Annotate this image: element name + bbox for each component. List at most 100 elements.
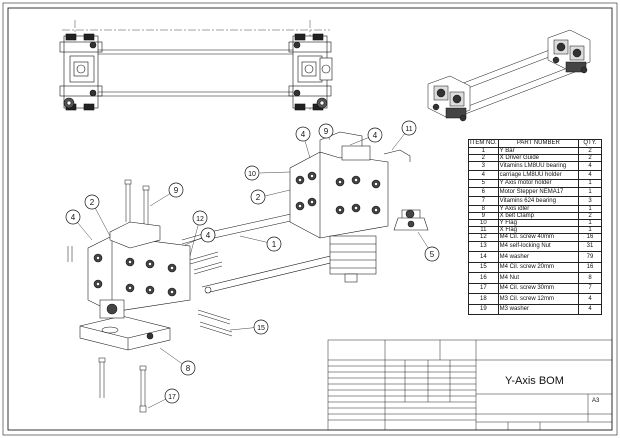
bom-item-no: 8 <box>468 204 499 213</box>
balloon-9: 9 <box>318 123 334 139</box>
bom-part-number: X Flag <box>497 226 580 235</box>
bom-item-no: 2 <box>468 154 499 163</box>
bom-item-no: 4 <box>468 170 499 181</box>
bom-qty: 4 <box>578 293 602 305</box>
bom-item-no: 15 <box>468 261 499 274</box>
bom-qty: 4 <box>578 170 602 181</box>
bom-qty: 2 <box>578 211 602 221</box>
svg-text:11: 11 <box>405 126 412 133</box>
svg-text:9: 9 <box>324 127 329 136</box>
balloon-4: 4 <box>367 127 383 143</box>
bom-item-no: 16 <box>468 272 499 284</box>
bom-part-number: Vitamins LM8UU bearing <box>497 161 580 172</box>
balloon-4d: 4 <box>200 227 216 243</box>
bom-part-number: Y Axis motor holder <box>497 179 580 188</box>
svg-text:4: 4 <box>373 131 378 140</box>
svg-text:4: 4 <box>71 213 76 222</box>
bom-part-number: M4 Cil. screw 40mm <box>497 233 580 242</box>
bom-part-number: Y Axis idler <box>497 204 580 213</box>
balloon-17: 17 <box>164 388 180 404</box>
item-balloons: 1 2 2 4 4 4 4 5 8 9 9 10 11 12 15 17 <box>65 120 440 404</box>
svg-text:5: 5 <box>430 250 435 259</box>
balloon-9b: 9 <box>168 182 184 198</box>
balloon-10: 10 <box>244 165 260 181</box>
bom-part-number: carriage LM8UU holder <box>497 170 580 181</box>
bom-item-no: 19 <box>468 303 499 316</box>
bom-part-number: M3 washer <box>497 303 580 316</box>
bom-part-number: X belt Clamp <box>497 211 580 221</box>
bom-item-no: 17 <box>468 282 499 295</box>
bom-qty: 4 <box>578 161 602 172</box>
bom-item-no: 5 <box>468 179 499 188</box>
balloon-2: 2 <box>250 189 266 205</box>
bom-qty: 7 <box>578 282 602 295</box>
bom-qty: 3 <box>578 195 602 206</box>
balloon-5: 5 <box>424 246 440 262</box>
balloon-11: 11 <box>401 120 417 136</box>
exploded-view <box>67 127 433 413</box>
bom-qty: 16 <box>578 233 602 242</box>
bom-item-no: 7 <box>468 195 499 206</box>
bom-qty: 4 <box>578 303 602 316</box>
bom-part-number: Y Bar <box>497 146 580 156</box>
bom-part-number: M4 Cil. screw 20mm <box>497 261 580 274</box>
bom-item-no: 3 <box>468 161 499 172</box>
svg-text:2: 2 <box>256 193 261 202</box>
bom-qty: 2 <box>578 154 602 163</box>
bom-qty: 1 <box>578 226 602 235</box>
bom-part-number: Motor Stepper NEMA17 <box>497 186 580 197</box>
bom-header-part-number: PART NUMBER <box>497 139 580 148</box>
bom-header-row: ITEM NO. PART NUMBER QTY. <box>468 139 602 148</box>
svg-text:1: 1 <box>272 240 277 249</box>
bom-part-number: M4 Cil. screw 30mm <box>497 282 580 295</box>
bom-header-qty: QTY. <box>578 139 602 148</box>
balloon-12: 12 <box>192 210 208 226</box>
svg-text:17: 17 <box>168 394 176 401</box>
balloon-2b: 2 <box>84 194 100 210</box>
bom-item-no: 18 <box>468 293 499 305</box>
bom-qty: 1 <box>578 179 602 188</box>
bom-item-no: 14 <box>468 251 499 263</box>
bom-item-no: 13 <box>468 240 499 253</box>
balloon-4b: 4 <box>295 126 311 142</box>
bom-qty: 31 <box>578 240 602 253</box>
bom-qty: 2 <box>578 146 602 156</box>
balloon-8: 8 <box>180 360 196 376</box>
bom-part-number: M4 Nut <box>497 272 580 284</box>
balloon-1: 1 <box>266 236 282 252</box>
bom-qty: 1 <box>578 186 602 197</box>
svg-text:15: 15 <box>257 325 265 332</box>
svg-text:10: 10 <box>248 171 256 178</box>
drawing-title: Y-Axis BOM <box>505 375 564 387</box>
sheet-size: A3 <box>592 398 600 404</box>
title-block-grid <box>327 339 613 431</box>
inner-border <box>7 7 613 431</box>
bom-item-no: 6 <box>468 186 499 197</box>
balloon-4c: 4 <box>65 209 81 225</box>
bom-part-number: M4 washer <box>497 251 580 263</box>
top-view <box>59 20 333 111</box>
bom-item-no: 9 <box>468 211 499 221</box>
bom-qty: 8 <box>578 272 602 284</box>
